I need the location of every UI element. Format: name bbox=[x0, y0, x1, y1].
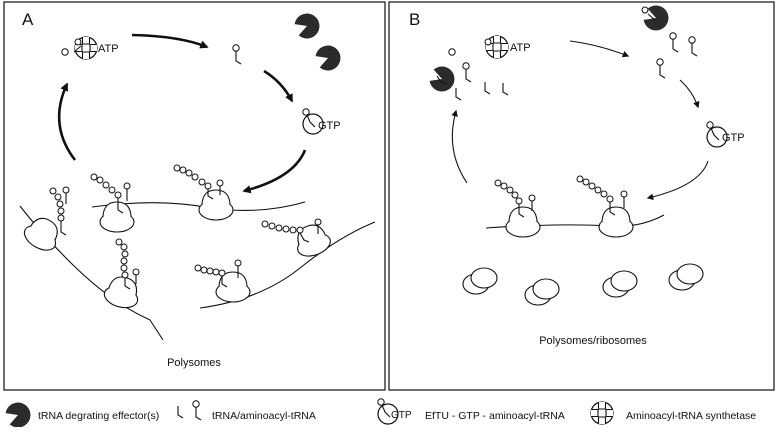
polysome-ribosome bbox=[90, 173, 135, 233]
panel-a-caption: Polysomes bbox=[167, 357, 221, 369]
legend-effector-icon bbox=[3, 398, 34, 431]
polysome-ribosome bbox=[101, 238, 144, 312]
panel-a-label: A bbox=[22, 10, 34, 29]
legend-synthetase-icon bbox=[590, 401, 614, 425]
arrow bbox=[646, 160, 709, 201]
polysome-ribosome bbox=[19, 186, 70, 256]
legend: tRNA degrating effector(s) tRNA/aminoacy… bbox=[3, 398, 756, 431]
legend-label-effector: tRNA degrating effector(s) bbox=[38, 410, 159, 422]
legend-eftu-icon-text: GTP bbox=[391, 410, 412, 421]
panel-b-label: B bbox=[409, 10, 420, 29]
polysome-ribosome bbox=[261, 218, 334, 261]
legend-label-synthetase: Aminoacyl-tRNA synthetase bbox=[626, 410, 756, 422]
polysome-ribosome bbox=[576, 175, 634, 238]
arrow bbox=[57, 82, 77, 161]
panel-b-caption: Polysomes/ribosomes bbox=[539, 335, 647, 347]
arrow bbox=[131, 33, 209, 49]
panel-a-gtp-label: GTP bbox=[318, 120, 341, 132]
panel-a-atp-label: ATP bbox=[98, 43, 119, 55]
legend-trna-icon bbox=[177, 405, 184, 419]
polysome-ribosome bbox=[173, 164, 234, 221]
panel-b-frame bbox=[388, 1, 775, 391]
panel-a-synthetase bbox=[61, 36, 98, 60]
legend-label-eftu: EfTU - GTP - aminoacyl-tRNA bbox=[425, 410, 565, 422]
arrow bbox=[451, 109, 468, 184]
polysome-ribosome bbox=[494, 179, 541, 238]
polysome-ribosome bbox=[194, 259, 251, 303]
legend-label-trna: tRNA/aminoacyl-tRNA bbox=[212, 410, 316, 422]
arrow bbox=[242, 149, 307, 194]
arrow bbox=[569, 40, 630, 58]
panel-b-gtp-label: GTP bbox=[722, 132, 745, 144]
arrow bbox=[263, 69, 294, 103]
panel-b-atp-label: ATP bbox=[510, 42, 531, 54]
arrow bbox=[679, 79, 700, 109]
panel-b-synthetase bbox=[448, 35, 509, 59]
legend-aatrna-icon bbox=[192, 400, 202, 421]
